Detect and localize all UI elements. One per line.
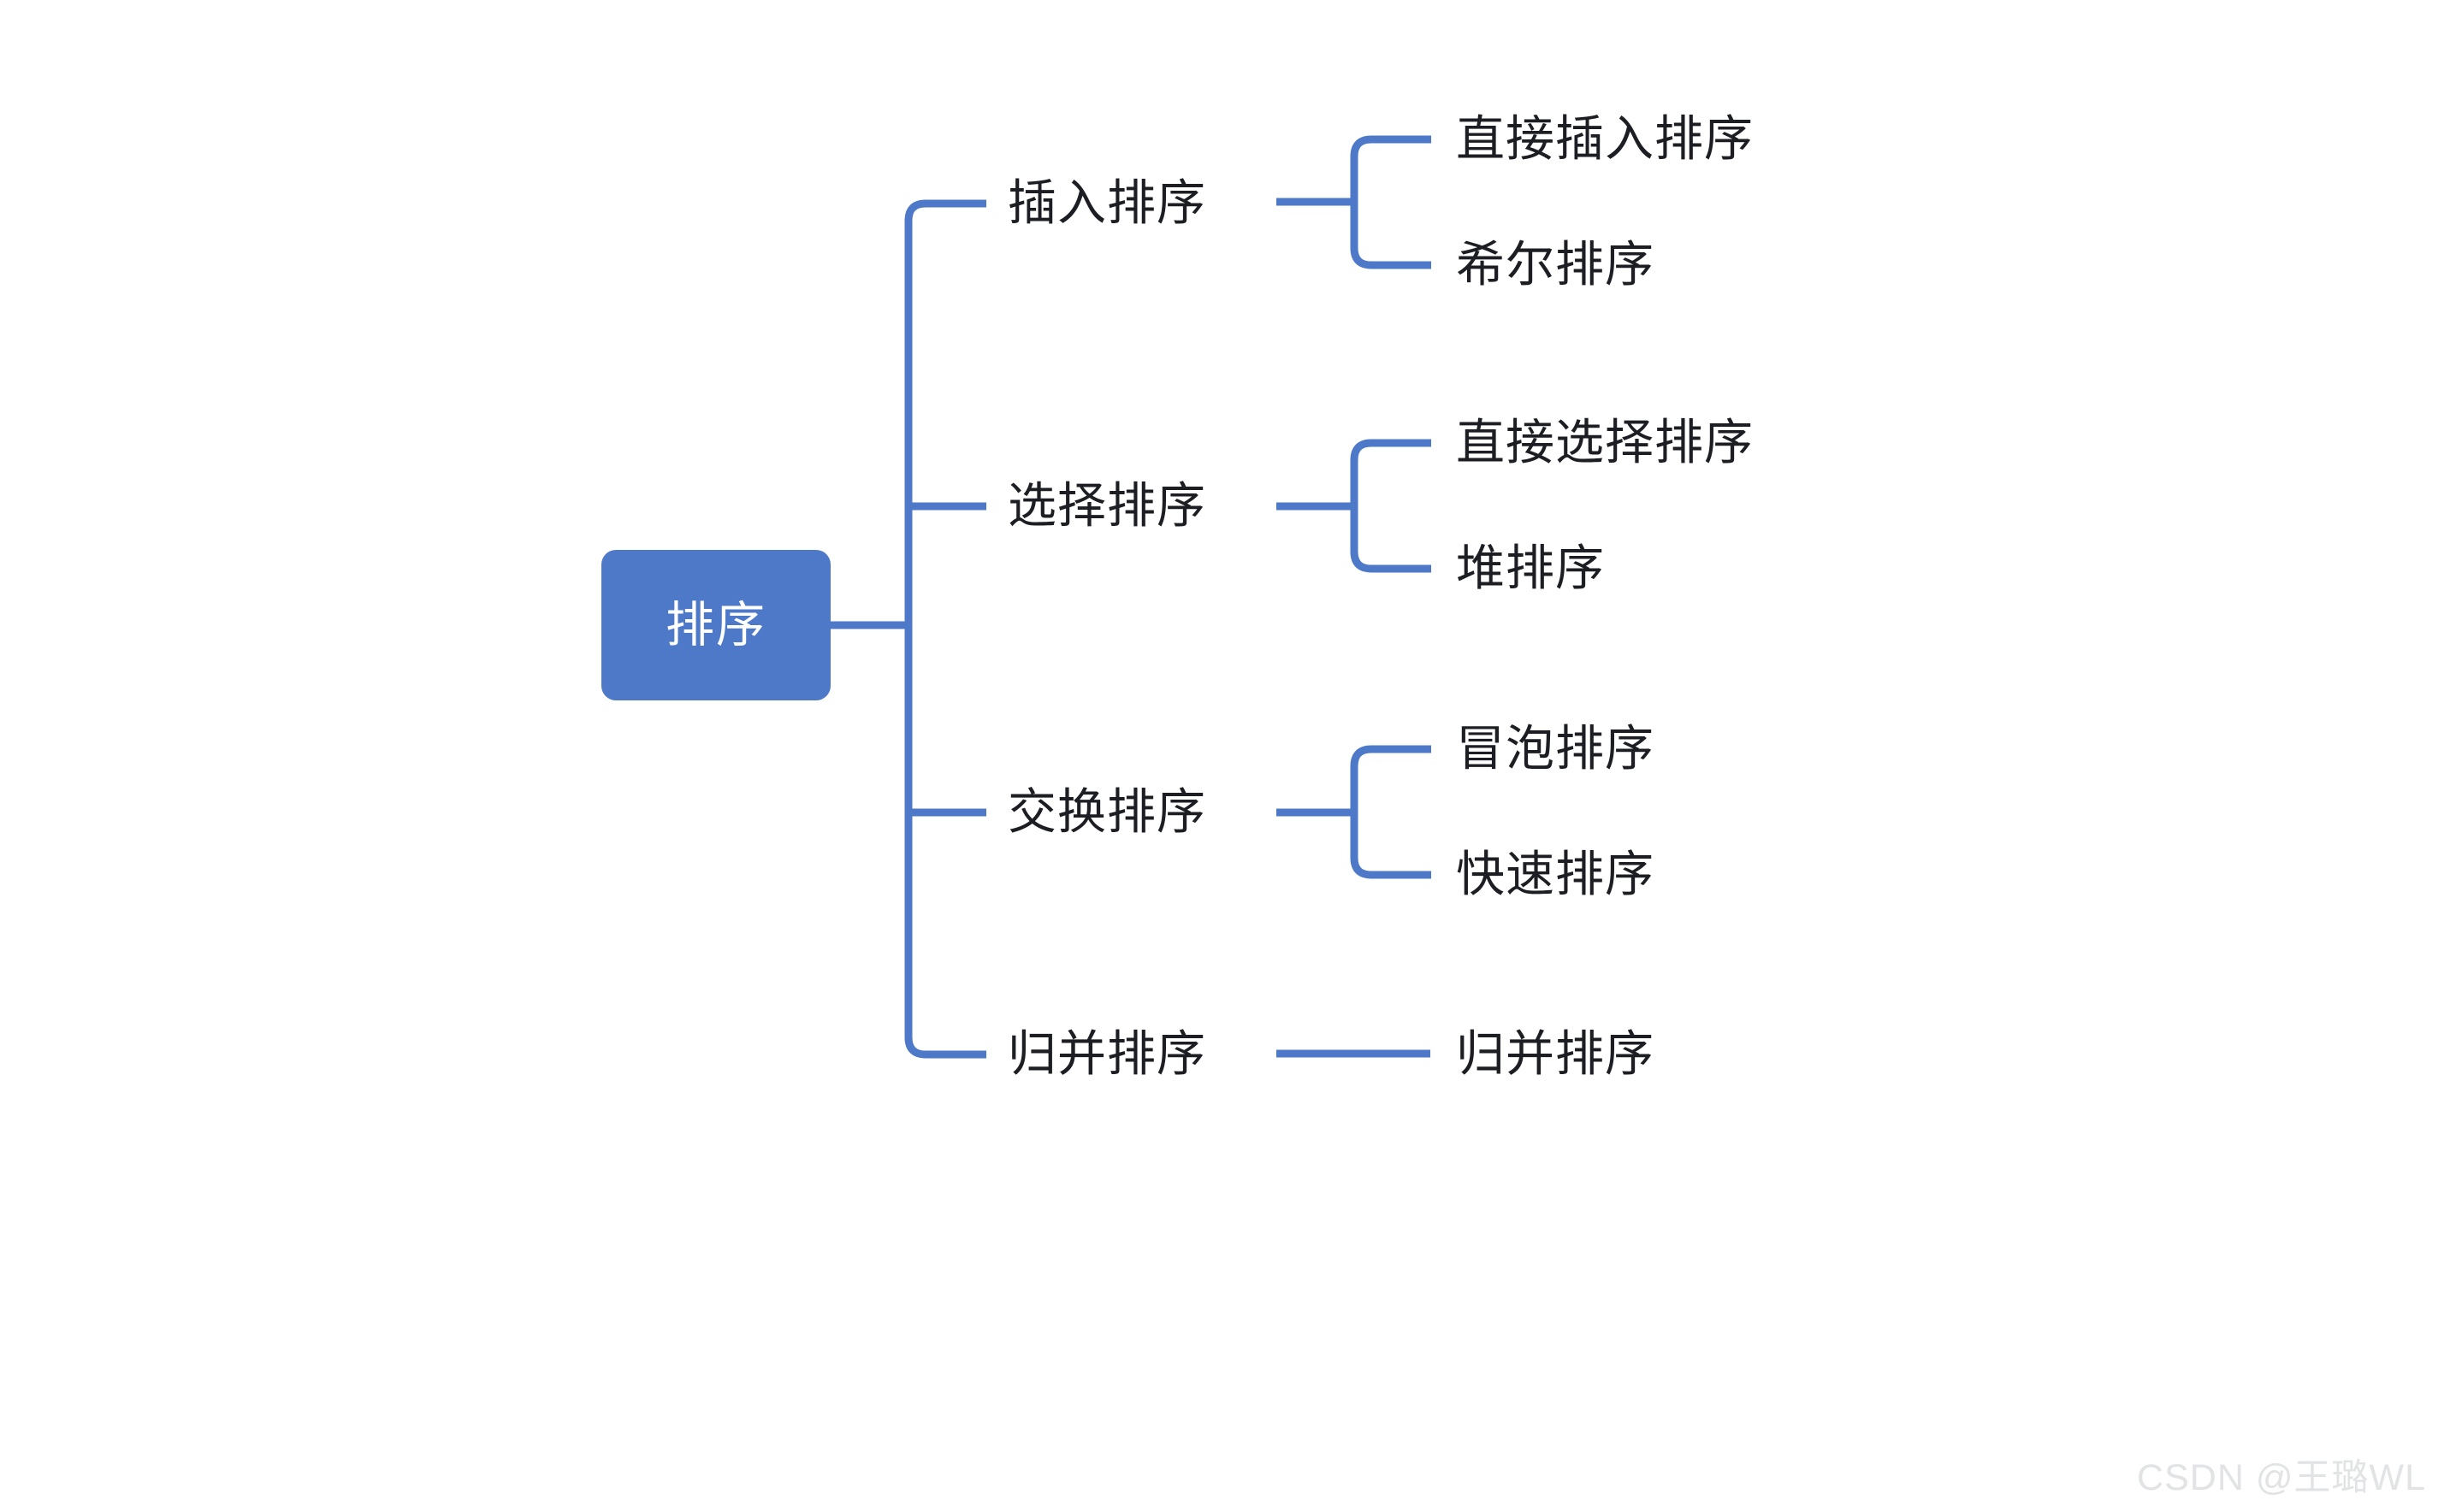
branch-node-merge[interactable]: 归并排序 <box>1008 1026 1206 1082</box>
edge-group3-spine <box>1350 745 1431 879</box>
leaf-node-direct-selection[interactable]: 直接选择排序 <box>1456 415 1754 470</box>
branch-node-exchange[interactable]: 交换排序 <box>1008 784 1206 840</box>
leaf-node-shell-sort[interactable]: 希尔排序 <box>1456 237 1654 292</box>
leaf-node-quick-sort[interactable]: 快速排序 <box>1456 847 1654 902</box>
watermark: CSDN @王璐WL <box>2137 1457 2426 1498</box>
leaf-node-direct-insertion[interactable]: 直接插入排序 <box>1456 111 1754 167</box>
edge-main-spine <box>904 199 986 1059</box>
branch-node-selection[interactable]: 选择排序 <box>1008 478 1206 534</box>
leaf-node-merge-sort[interactable]: 归并排序 <box>1456 1026 1654 1082</box>
branch-node-insertion[interactable]: 插入排序 <box>1008 175 1206 231</box>
leaf-node-bubble-sort[interactable]: 冒泡排序 <box>1456 721 1654 777</box>
root-node-label: 排序 <box>666 597 766 653</box>
root-node[interactable]: 排序 <box>601 550 831 700</box>
edge-group2-spine <box>1350 439 1431 573</box>
edge-group1-spine <box>1350 135 1431 269</box>
leaf-node-heap-sort[interactable]: 堆排序 <box>1456 540 1605 596</box>
